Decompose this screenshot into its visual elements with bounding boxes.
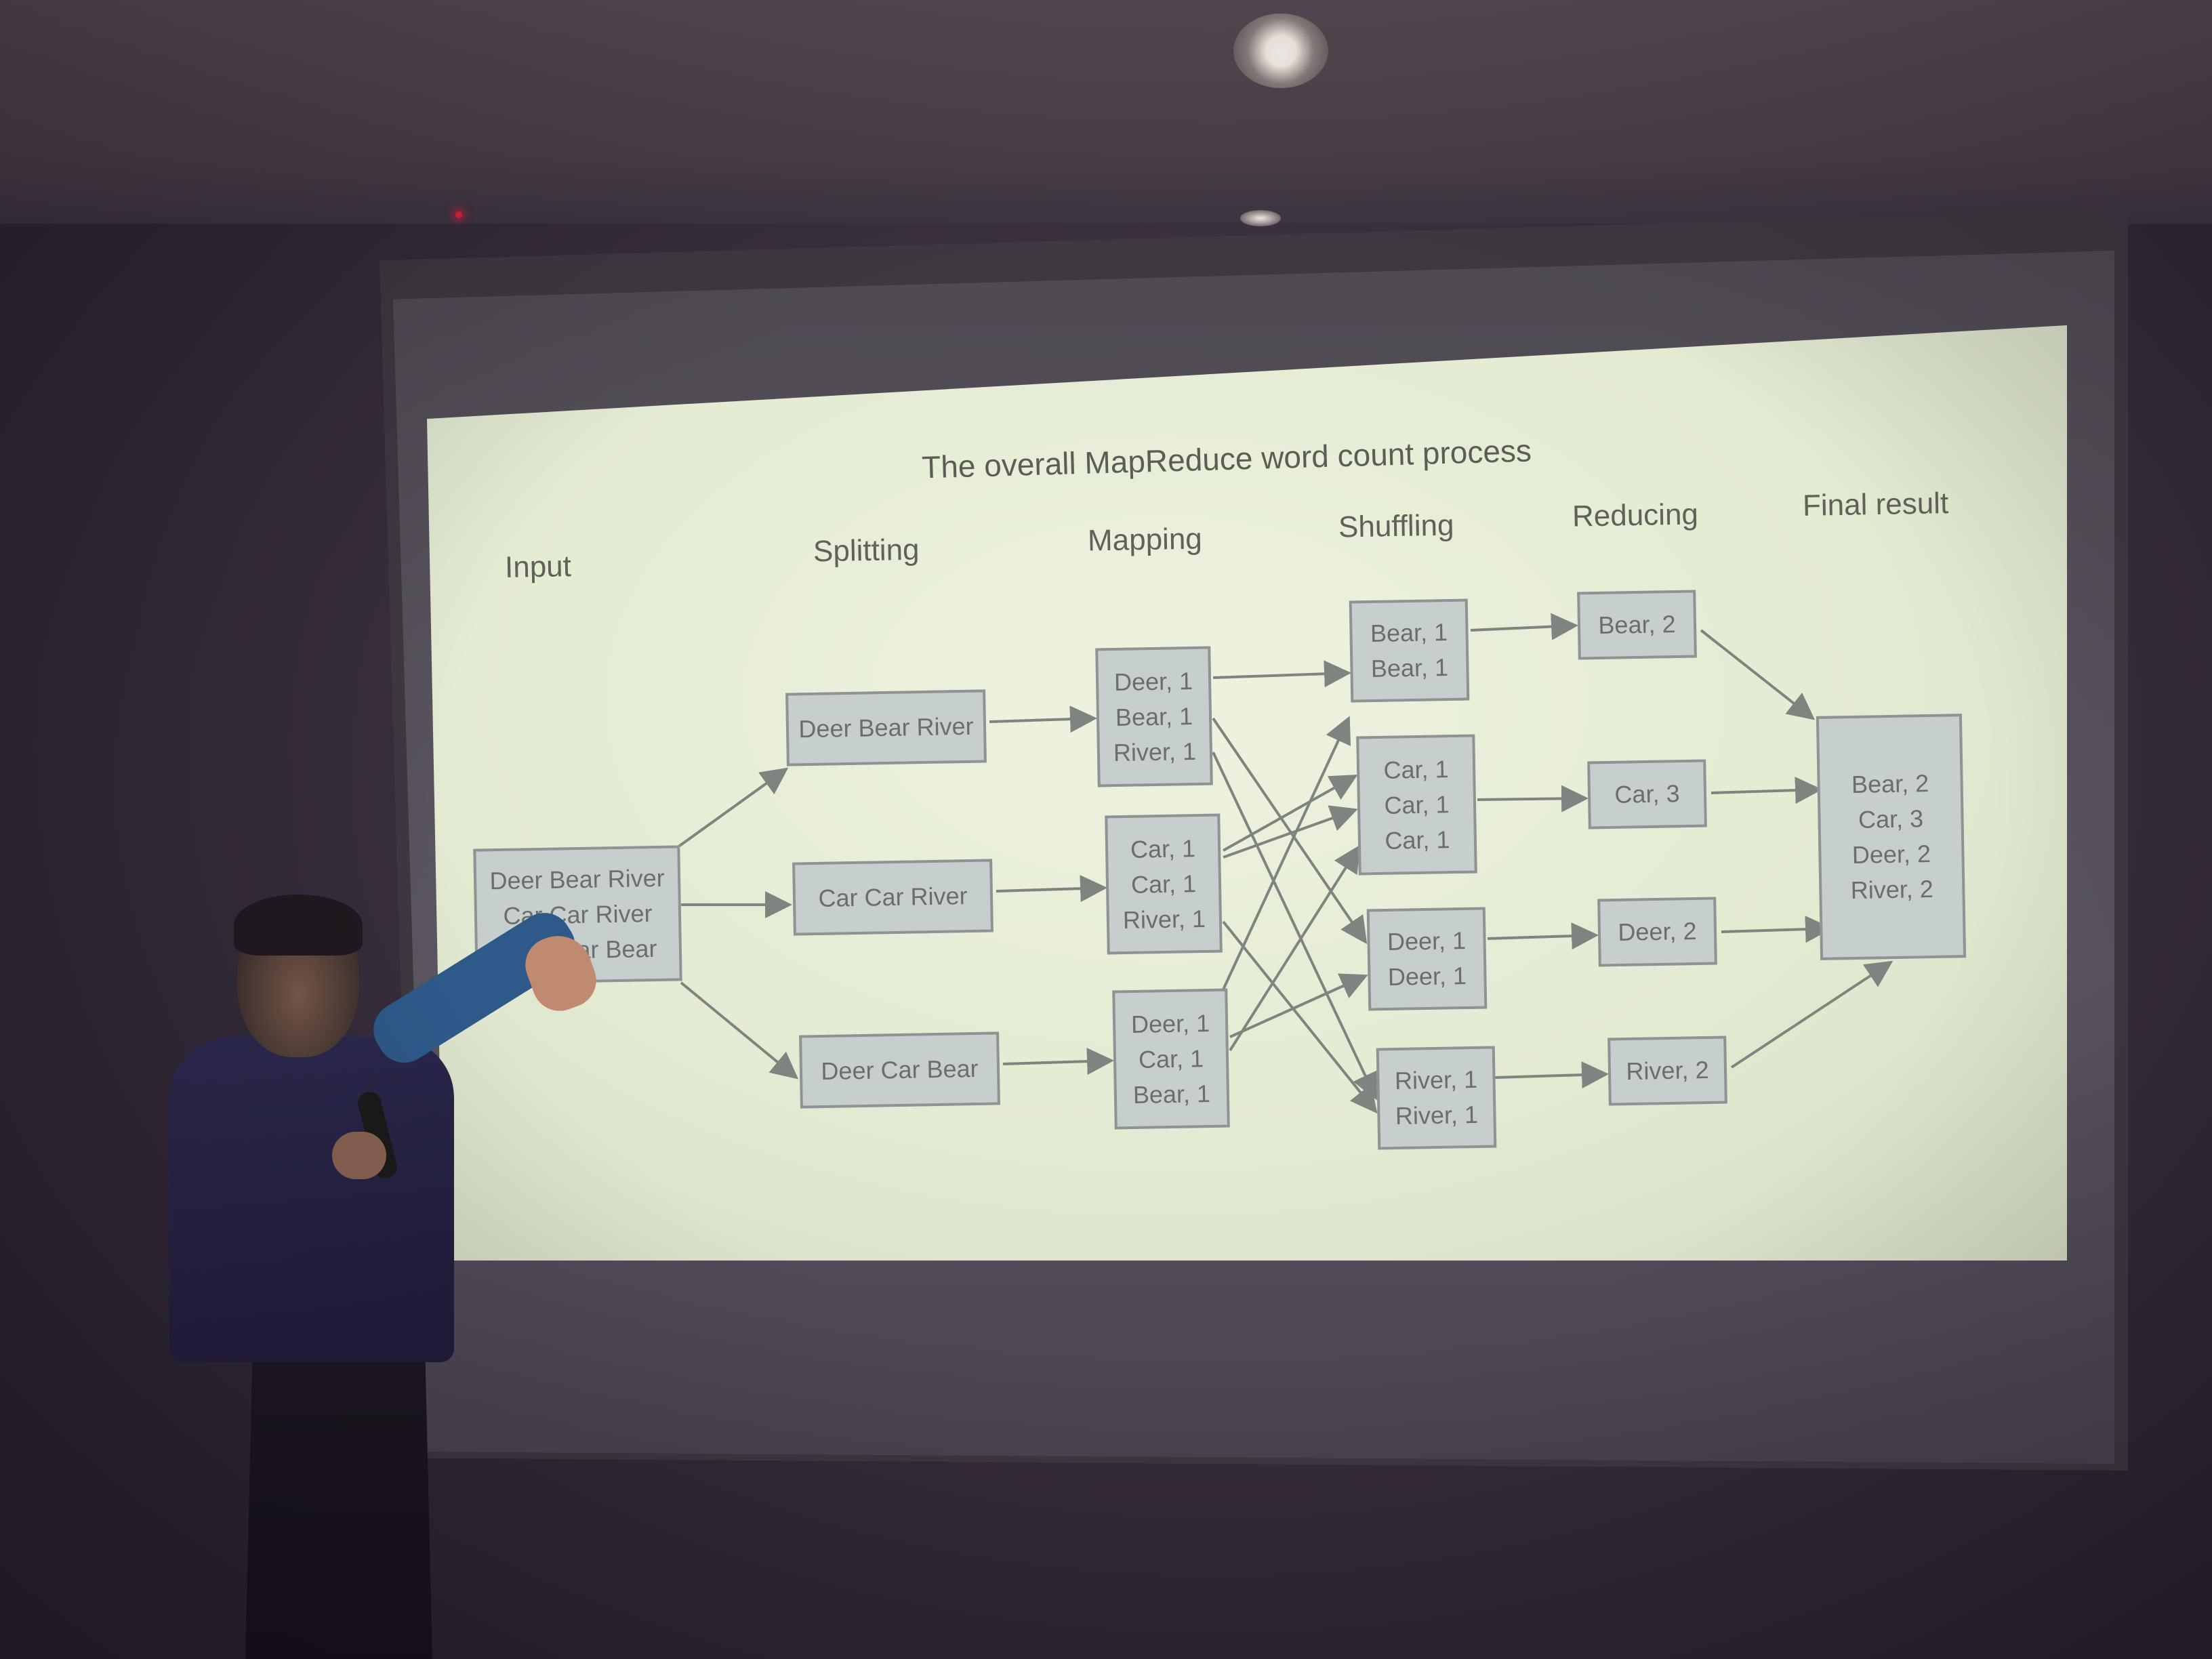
ceiling-light-reflection	[1240, 210, 1281, 226]
reduce-box: River, 2	[1607, 1036, 1727, 1106]
shuffle-line: Car, 1	[1385, 825, 1450, 855]
shuffle-box: River, 1 River, 1	[1376, 1046, 1497, 1150]
input-line: Deer Bear River	[489, 863, 665, 895]
final-line: Bear, 2	[1851, 769, 1929, 799]
arrow-split-map-1	[989, 705, 1097, 733]
arrow-shuffle-reduce-4	[1494, 1061, 1609, 1089]
shuffle-line: Deer, 1	[1387, 926, 1467, 956]
reduce-box: Deer, 2	[1597, 897, 1717, 967]
header-input: Input	[504, 550, 572, 584]
arrow-map2-car-b	[1223, 805, 1358, 859]
arrow-reduce-final-4	[1730, 960, 1893, 1069]
map-box: Deer, 1 Car, 1 Bear, 1	[1112, 988, 1230, 1130]
arrow-split-map-2	[996, 875, 1107, 903]
arrow-shuffle-reduce-3	[1487, 922, 1599, 950]
split-text: Car Car River	[818, 882, 968, 912]
ceiling	[0, 0, 2212, 224]
header-splitting: Splitting	[813, 533, 920, 569]
final-line: River, 2	[1850, 874, 1934, 905]
arrow-map3-car	[1229, 844, 1361, 1052]
header-reducing: Reducing	[1572, 497, 1699, 533]
reduce-text: River, 2	[1626, 1055, 1709, 1086]
map-line: Deer, 1	[1130, 1008, 1210, 1038]
arrow-map1-river	[1212, 752, 1378, 1101]
shuffle-line: Deer, 1	[1387, 961, 1467, 991]
reduce-text: Deer, 2	[1618, 916, 1697, 947]
map-line: Car, 1	[1130, 834, 1196, 863]
shuffle-line: River, 1	[1394, 1065, 1478, 1095]
split-text: Deer Bear River	[798, 712, 974, 743]
final-line: Deer, 2	[1851, 839, 1931, 869]
split-box: Car Car River	[792, 859, 994, 936]
map-box: Deer, 1 Bear, 1 River, 1	[1095, 646, 1213, 787]
map-line: Deer, 1	[1113, 666, 1193, 696]
header-shuffling: Shuffling	[1338, 508, 1454, 544]
arrow-reduce-final-3	[1721, 916, 1832, 943]
presenter-legs	[245, 1315, 432, 1659]
arrow-map1-deer	[1212, 717, 1368, 945]
shuffle-line: River, 1	[1395, 1100, 1479, 1130]
arrow-input-split-1	[676, 767, 789, 848]
shuffle-line: Car, 1	[1384, 790, 1450, 819]
shuffle-box: Car, 1 Car, 1 Car, 1	[1356, 734, 1477, 876]
header-mapping: Mapping	[1087, 522, 1203, 558]
reduce-text: Car, 3	[1614, 779, 1680, 808]
shuffle-line: Bear, 1	[1370, 618, 1448, 647]
shuffle-box: Bear, 1 Bear, 1	[1349, 598, 1470, 703]
arrow-map3-bear	[1222, 716, 1351, 990]
header-final-result: Final result	[1802, 487, 1949, 523]
split-box: Deer Car Bear	[799, 1031, 1000, 1109]
shuffle-line: Car, 1	[1383, 754, 1449, 784]
shuffle-line: Bear, 1	[1370, 653, 1449, 682]
map-line: Bear, 1	[1115, 701, 1193, 731]
split-text: Deer Car Bear	[821, 1054, 979, 1086]
final-result-box: Bear, 2 Car, 3 Deer, 2 River, 2	[1816, 714, 1967, 960]
presenter-mic-hand	[332, 1132, 386, 1179]
reduce-box: Bear, 2	[1577, 590, 1697, 660]
arrow-map3-deer	[1229, 973, 1368, 1038]
presenter-torso	[169, 1037, 454, 1362]
map-line: River, 1	[1113, 737, 1197, 766]
split-box: Deer Bear River	[785, 689, 987, 766]
arrow-split-map-3	[1002, 1048, 1114, 1076]
reduce-box: Car, 3	[1587, 759, 1707, 830]
map-line: Bear, 1	[1132, 1079, 1211, 1109]
arrow-map1-bear	[1212, 660, 1351, 688]
reduce-text: Bear, 2	[1598, 610, 1676, 639]
map-line: River, 1	[1122, 904, 1206, 934]
map-line: Car, 1	[1130, 869, 1197, 899]
arrow-map2-car-a	[1223, 775, 1358, 852]
arrow-reduce-final-1	[1700, 629, 1816, 720]
arrow-map2-river	[1222, 920, 1378, 1114]
arrow-shuffle-reduce-1	[1470, 613, 1578, 640]
presenter-hair	[234, 895, 363, 956]
map-line: Car, 1	[1138, 1044, 1204, 1073]
final-line: Car, 3	[1858, 804, 1924, 834]
map-box: Car, 1 Car, 1 River, 1	[1105, 813, 1223, 955]
shuffle-box: Deer, 1 Deer, 1	[1366, 907, 1488, 1011]
arrow-shuffle-reduce-2	[1477, 785, 1589, 813]
arrow-reduce-final-2	[1711, 777, 1822, 804]
projector-indicator-light	[455, 211, 462, 218]
ceiling-light	[1233, 14, 1328, 88]
projected-slide	[427, 325, 2067, 1261]
arrow-input-split-3	[680, 981, 799, 1080]
